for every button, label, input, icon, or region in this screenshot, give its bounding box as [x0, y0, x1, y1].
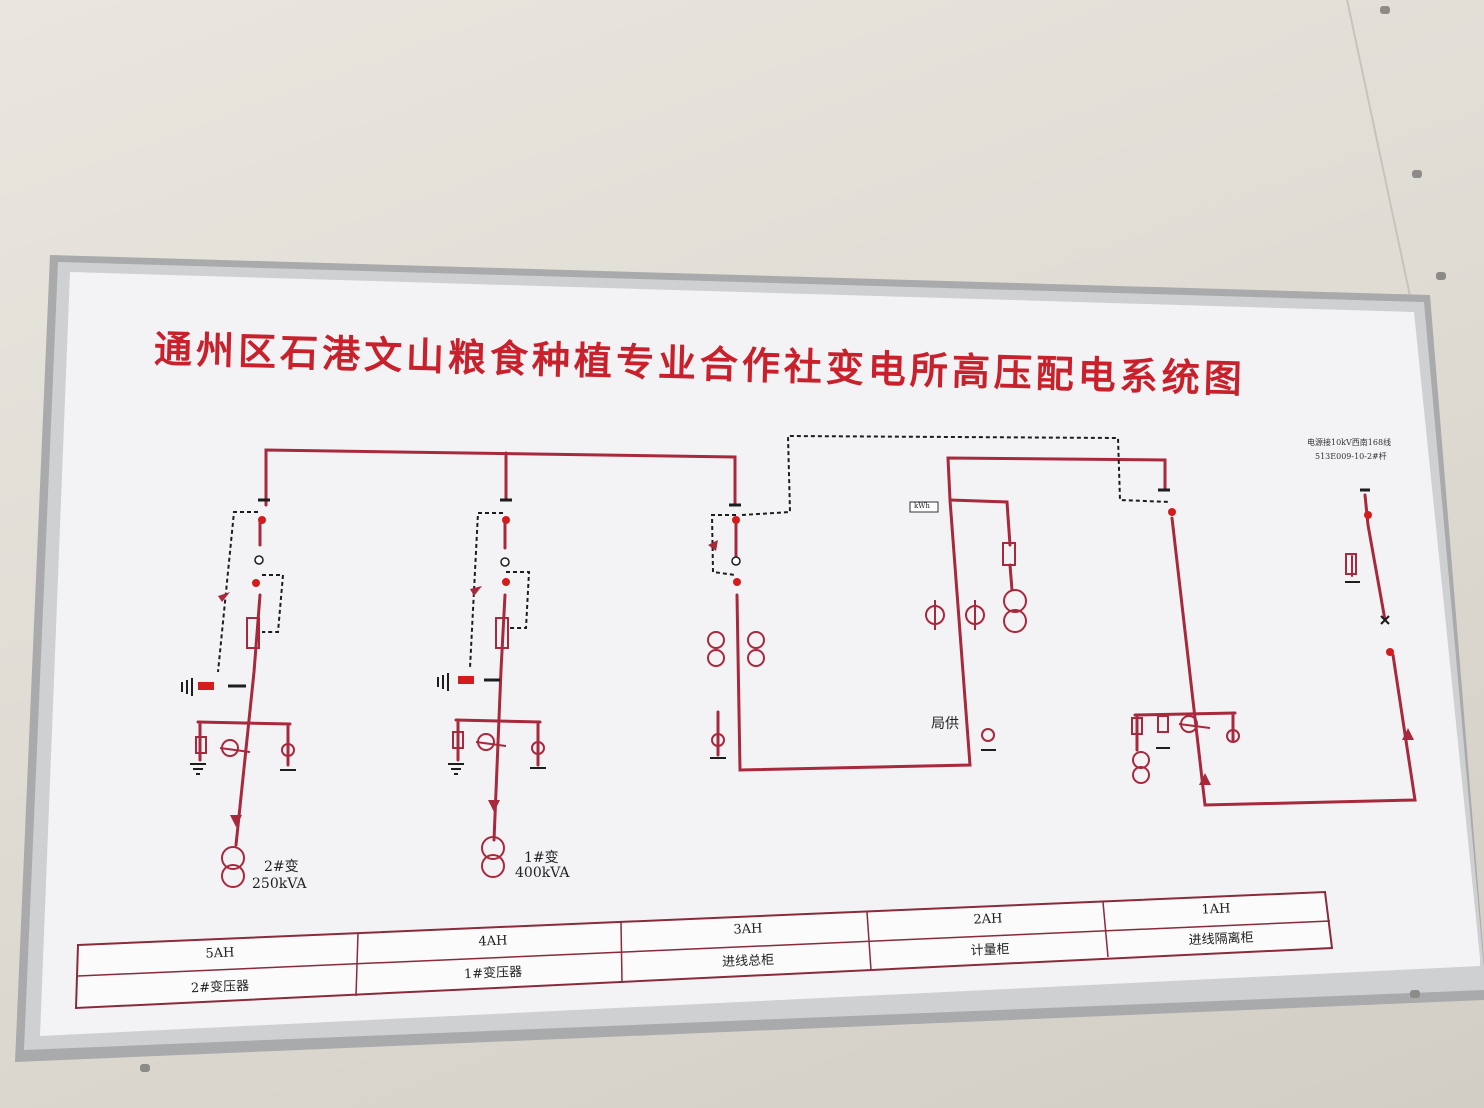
- frame-screw: [140, 1064, 150, 1072]
- transformer-1-capacity: 400kVA: [515, 865, 570, 881]
- interlock-5ah-earth: [217, 511, 258, 673]
- cabinet-name-2ah: 计量柜: [970, 942, 1010, 959]
- cabinet-table: [74, 890, 1334, 1010]
- white-panel: [40, 272, 1480, 1036]
- transformer-1-name: 1#变: [524, 850, 559, 866]
- cabinet-code-4ah: 4AH: [478, 933, 508, 950]
- interlock-4ah-fuse: [506, 571, 531, 629]
- fuse-source: [1345, 553, 1357, 575]
- transformer-2-capacity: 250kVA: [252, 876, 307, 892]
- branch-4ah: [454, 718, 542, 767]
- interlock-5ah-fuse: [262, 574, 285, 633]
- cabinet-name-5ah: 2#变压器: [190, 978, 250, 997]
- metering-branch: [948, 498, 1014, 592]
- feeder-4ah: [492, 518, 507, 842]
- transformer-2-name: 2#变: [264, 859, 299, 875]
- source-pole-label: 513E009-10-2#杆: [1315, 452, 1387, 461]
- cabinet-code-2ah: 2AH: [973, 911, 1003, 928]
- meter-tag: kWh: [914, 502, 930, 510]
- cabinet-name-3ah: 进线总柜: [721, 952, 775, 971]
- interlock-4ah-earth: [469, 512, 503, 669]
- cabinet-name-4ah: 1#变压器: [463, 964, 523, 983]
- fuse-2ah: [1002, 542, 1016, 566]
- cabinet-code-3ah: 3AH: [733, 921, 763, 938]
- wall-screw: [1412, 170, 1422, 178]
- feeder-5ah: [234, 518, 262, 847]
- frame-screw: [1410, 990, 1420, 998]
- wall-screw: [1380, 6, 1390, 14]
- cabinet-code-5ah: 5AH: [205, 945, 235, 962]
- fuse-4ah: [495, 617, 509, 649]
- isolator-loop: [1170, 516, 1417, 807]
- source-drop: [1363, 493, 1387, 622]
- wall-screw: [1436, 272, 1446, 280]
- source-line-label: 电源接10kV西南168线: [1307, 438, 1392, 447]
- cabinet-name-1ah: 进线隔离柜: [1188, 930, 1254, 949]
- fuse-5ah: [246, 617, 260, 649]
- local-supply-label: 局供: [931, 716, 959, 732]
- interlock-3ah-1ah: [741, 434, 1171, 516]
- cabinet-code-1ah: 1AH: [1201, 901, 1231, 918]
- busbar-left: [264, 448, 737, 507]
- branch-1ah: [1133, 711, 1237, 752]
